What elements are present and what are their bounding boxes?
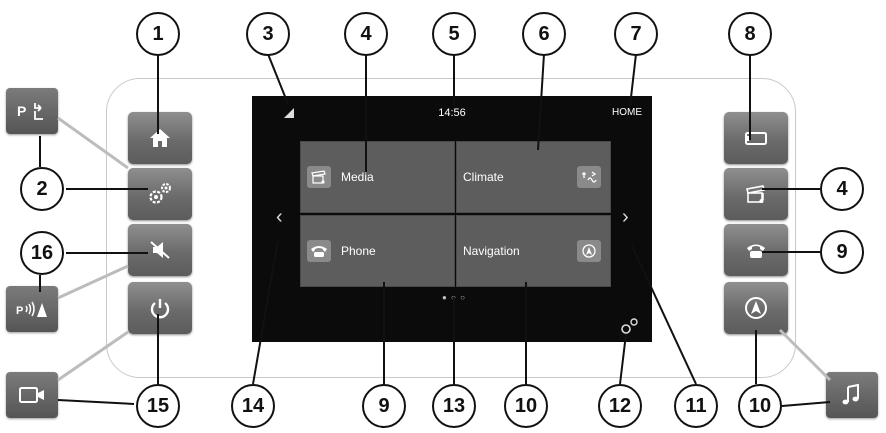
- link-music: [778, 328, 832, 382]
- signal-icon: [284, 108, 294, 118]
- mute-button[interactable]: [128, 224, 192, 276]
- callout-11: 11: [674, 384, 718, 428]
- clock: 14:56: [438, 107, 466, 119]
- leader-6: [537, 53, 545, 151]
- settings-button[interactable]: [128, 168, 192, 220]
- phone-icon: [311, 246, 327, 257]
- music-button[interactable]: [826, 372, 878, 418]
- callout-10-button: 10: [738, 384, 782, 428]
- callout-1: 1: [136, 12, 180, 56]
- leader-10b-music: [781, 401, 831, 407]
- svg-text:P: P: [17, 103, 26, 119]
- phone-tile-label: Phone: [341, 244, 376, 258]
- leader-11: [631, 245, 697, 385]
- phone-tile[interactable]: Phone: [300, 215, 455, 287]
- music-note-icon: [842, 383, 859, 405]
- callout-5: 5: [432, 12, 476, 56]
- callout-15: 15: [136, 384, 180, 428]
- leader-12: [619, 333, 627, 385]
- navigation-icon: [582, 244, 596, 258]
- leader-7: [629, 53, 637, 107]
- phone-tile-icon-box: [307, 240, 331, 262]
- leader-15-camera: [57, 399, 135, 405]
- callout-4-screen: 4: [344, 12, 388, 56]
- power-button[interactable]: [128, 282, 192, 334]
- home-icon: [150, 129, 170, 147]
- media-tile-icon-box: [307, 166, 331, 188]
- camera-button[interactable]: [6, 372, 58, 418]
- media-tile[interactable]: Media: [300, 141, 455, 213]
- callout-7: 7: [614, 12, 658, 56]
- link-parking-sensor: [57, 264, 129, 300]
- callout-8: 8: [728, 12, 772, 56]
- callout-3: 3: [246, 12, 290, 56]
- callout-2: 2: [20, 167, 64, 211]
- next-page-arrow[interactable]: ›: [622, 206, 629, 228]
- touchscreen: 14:56 HOME ‹ › Media Climate: [252, 96, 652, 342]
- display-button[interactable]: [724, 112, 788, 164]
- page-indicator: ● ○ ○: [442, 293, 466, 302]
- mute-icon: [150, 241, 170, 259]
- svg-text:P: P: [16, 305, 23, 317]
- parking-sensor-button[interactable]: P: [6, 286, 58, 332]
- climate-tile[interactable]: Climate: [456, 141, 611, 213]
- callout-6: 6: [522, 12, 566, 56]
- console-bezel: [106, 78, 796, 378]
- display-off-icon: [745, 132, 767, 145]
- link-park-assist: [57, 116, 129, 170]
- media-icon: [311, 170, 326, 184]
- power-icon: [150, 299, 170, 319]
- navigation-tile-icon-box: [577, 240, 601, 262]
- callout-13: 13: [432, 384, 476, 428]
- callout-12: 12: [598, 384, 642, 428]
- callout-14: 14: [231, 384, 275, 428]
- climate-tile-label: Climate: [463, 170, 504, 184]
- navigation-button[interactable]: [724, 282, 788, 334]
- callout-16: 16: [20, 231, 64, 275]
- climate-icon: [582, 171, 597, 183]
- callout-4-button: 4: [820, 167, 864, 211]
- navigation-icon: [745, 297, 767, 319]
- gears-icon: [149, 183, 171, 204]
- home-button[interactable]: [128, 112, 192, 164]
- navigation-tile[interactable]: Navigation: [456, 215, 611, 287]
- home-label[interactable]: HOME: [612, 107, 642, 118]
- phone-button[interactable]: [724, 224, 788, 276]
- navigation-tile-label: Navigation: [463, 244, 520, 258]
- park-assist-icon: P: [17, 103, 43, 120]
- media-tile-label: Media: [341, 170, 374, 184]
- callout-9-button: 9: [820, 230, 864, 274]
- link-camera: [57, 330, 129, 382]
- media-button[interactable]: [724, 168, 788, 220]
- phone-icon: [747, 244, 765, 258]
- parking-sensor-icon: P: [16, 301, 47, 317]
- climate-tile-icon-box: [577, 166, 601, 188]
- leader-3: [267, 53, 289, 105]
- park-assist-button[interactable]: P: [6, 88, 58, 134]
- leader-14: [252, 239, 279, 385]
- settings-gears-icon[interactable]: [620, 316, 640, 336]
- callout-9-screen: 9: [362, 384, 406, 428]
- camera-icon: [19, 387, 44, 403]
- callout-10-screen: 10: [504, 384, 548, 428]
- previous-page-arrow[interactable]: ‹: [276, 206, 283, 228]
